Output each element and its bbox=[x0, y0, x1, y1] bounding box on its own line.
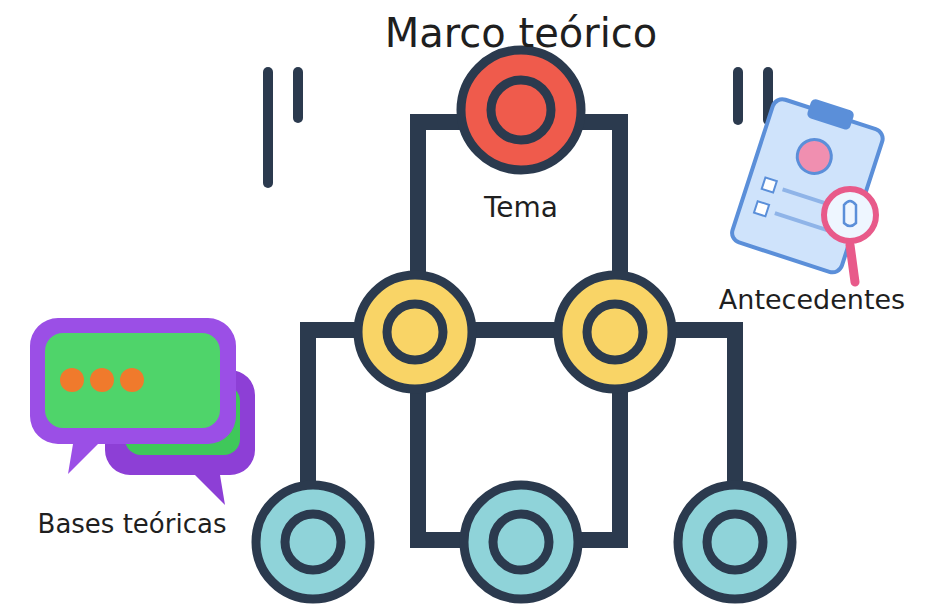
diagram-title: Marco teórico bbox=[385, 10, 658, 56]
node-label: Antecedentes bbox=[719, 284, 905, 315]
circle-nodes bbox=[256, 50, 792, 599]
tree-lines bbox=[308, 122, 735, 540]
clipboard-icon bbox=[730, 87, 889, 282]
chat-bubbles-icon bbox=[30, 318, 255, 505]
node-label: Tema bbox=[484, 192, 558, 224]
node-label: Bases teóricas bbox=[38, 510, 227, 540]
